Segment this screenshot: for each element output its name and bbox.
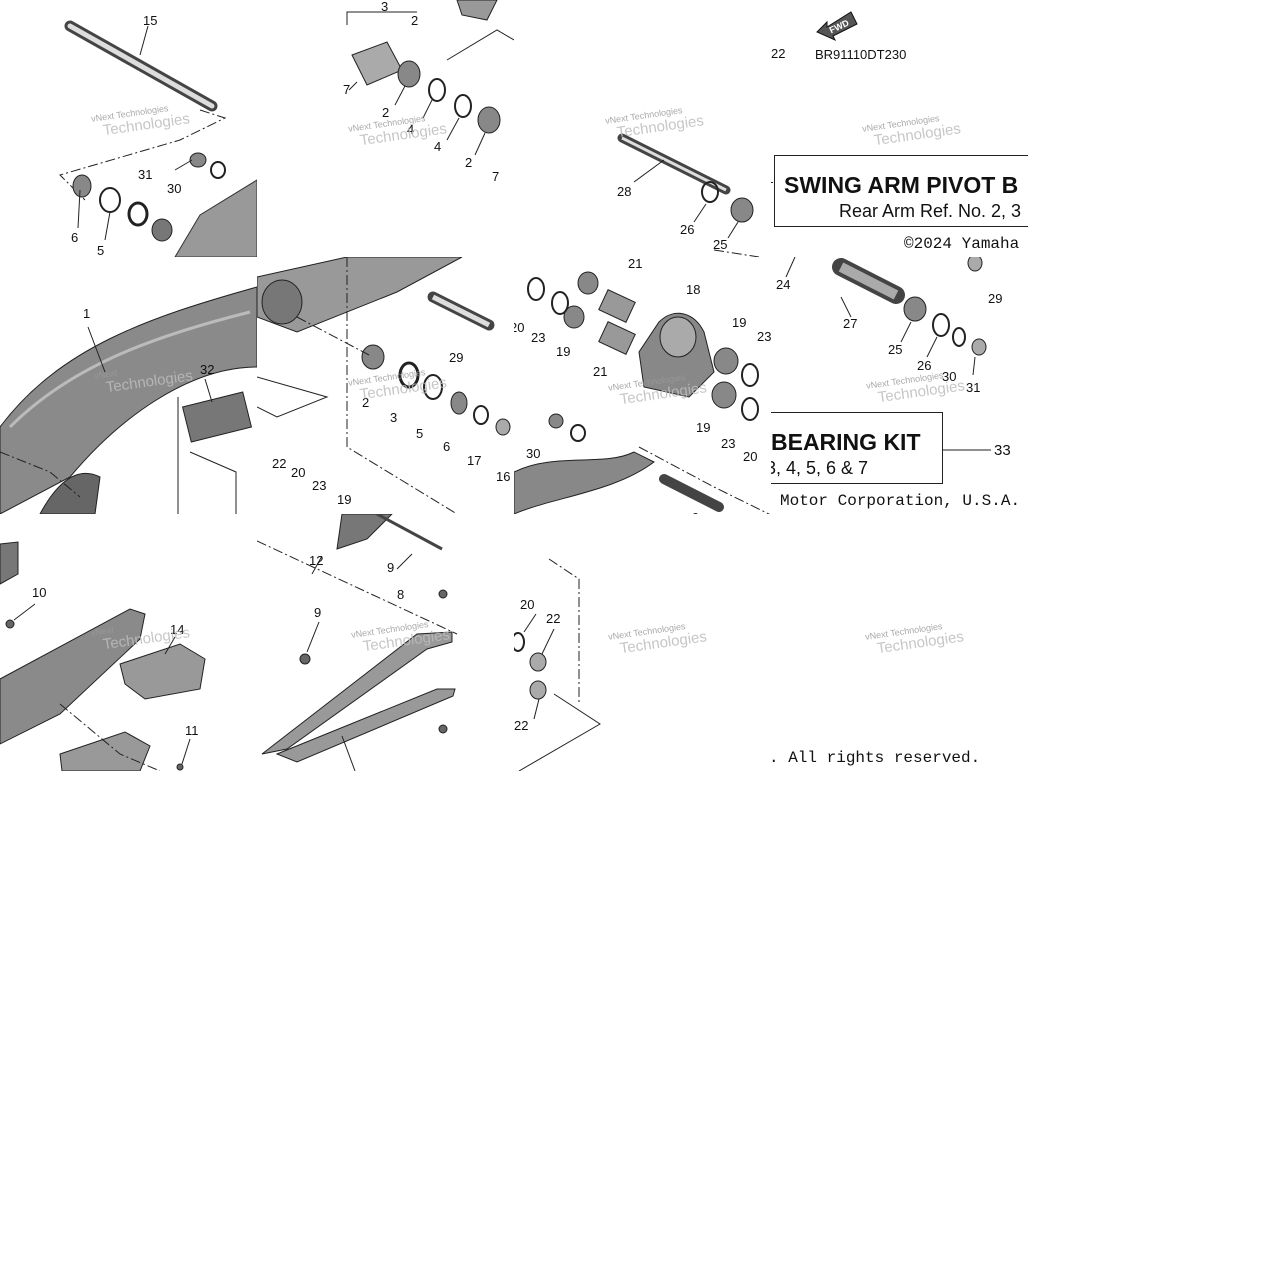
callout-19b: 19 — [732, 315, 747, 330]
copyright-3: . All rights reserved. — [771, 749, 981, 767]
callout-31b: 31 — [771, 172, 773, 185]
callout-31c: 31 — [966, 380, 981, 395]
callout-16: 16 — [496, 469, 511, 484]
pivot-shaft-drawing — [59, 20, 257, 257]
kit-line-1: BEARING KIT — [771, 429, 921, 455]
callout-15: 15 — [143, 13, 158, 28]
callout-32: 32 — [200, 362, 215, 377]
callout-19: 19 — [337, 492, 352, 507]
callout-12: 9 — [387, 560, 395, 575]
callout-22b: 22 — [272, 456, 287, 471]
callout-5b: 5 — [416, 426, 424, 441]
copyright-2: Motor Corporation, U.S.A. — [780, 492, 1021, 510]
callout-23: 23 — [312, 478, 327, 493]
callout-2: 2 — [411, 13, 419, 28]
pivot-area-drawing — [257, 257, 511, 514]
collar-parts-drawing — [785, 257, 991, 451]
callout-7b: 7 — [492, 169, 500, 184]
callout-20d: 20 — [520, 597, 535, 612]
kit-box — [771, 412, 943, 484]
callout-31: 31 — [138, 167, 153, 182]
callout-20: 20 — [291, 465, 306, 480]
callout-6: 6 — [71, 230, 79, 245]
callout-2b: 2 — [382, 105, 390, 120]
callout-9b: 9 — [314, 605, 322, 620]
title-line-2: Rear Arm Ref. No. 2, 3 — [839, 201, 1022, 221]
callout-30c: 30 — [942, 369, 957, 384]
callout-23d: 23 — [721, 436, 736, 451]
callout-23b: 23 — [757, 329, 771, 344]
callout-9c: 8 — [397, 587, 405, 602]
callout-3: 3 — [381, 0, 389, 14]
callout-17: 17 — [467, 453, 482, 468]
callout-19d: 19 — [696, 420, 711, 435]
callout-3b: 3 — [390, 410, 398, 425]
relay-arm-drawing — [514, 271, 770, 514]
callout-26: 26 — [680, 222, 695, 237]
diagram-tile-8: 24 27 25 26 29 30 31 BEARING KIT 3, 4, 5… — [771, 257, 1028, 514]
callout-5: 5 — [97, 243, 105, 257]
title-box — [774, 155, 1028, 227]
callout-23c: 23 — [531, 330, 546, 345]
diagram-tile-4: FWD BR91110DT230 22 2 SWING ARM PIVOT B … — [771, 0, 1028, 257]
callout-2e: 2 — [362, 395, 370, 410]
callout-29b: 29 — [988, 291, 1003, 306]
callout-20b: 20 — [514, 320, 525, 335]
callout-27: 27 — [843, 316, 858, 331]
diagram-tile-7: 21 18 19 23 20 23 19 21 19 23 20 30 8 9 … — [514, 257, 771, 514]
callout-22: 22 — [771, 46, 786, 61]
callout-26b: 26 — [917, 358, 932, 373]
bearing-parts-drawing — [346, 0, 514, 156]
chain-guide-drawing — [257, 514, 458, 771]
callout-2c: 2 — [465, 155, 473, 170]
callout-1: 1 — [83, 306, 91, 321]
callout-6b: 6 — [443, 439, 451, 454]
callout-25b: 25 — [888, 342, 903, 357]
washer-parts-drawing — [514, 558, 601, 771]
callout-4b: 4 — [434, 139, 442, 154]
callout-28: 28 — [617, 184, 632, 199]
kit-line-2: 3, 4, 5, 6 & 7 — [771, 458, 869, 478]
callout-21b: 21 — [593, 364, 608, 379]
drawing-code: BR91110DT230 — [815, 47, 907, 62]
chain-puller-drawing — [0, 541, 206, 771]
callout-19c: 19 — [556, 344, 571, 359]
title-line-1: SWING ARM PIVOT B — [784, 172, 1019, 198]
pivot-bolt-drawing — [617, 133, 760, 257]
callout-29: 29 — [449, 350, 464, 365]
callout-13: 10 — [32, 585, 47, 600]
diagram-tile-12: . All rights reserved. vNext Technologie… — [771, 514, 1028, 771]
callout-14: 11 — [185, 723, 199, 738]
fwd-arrow-icon: FWD — [816, 11, 858, 42]
callout-10: 14 — [170, 622, 185, 637]
callout-22d: 22 — [514, 718, 529, 733]
callout-24: 24 — [776, 277, 791, 292]
callout-4: 4 — [407, 122, 415, 137]
callout-30b: 30 — [526, 446, 541, 461]
callout-9: 9 — [692, 511, 699, 514]
callout-18: 18 — [686, 282, 701, 297]
callout-30: 30 — [167, 181, 182, 196]
callout-7: 7 — [343, 82, 351, 97]
callout-21: 21 — [628, 257, 643, 271]
diagram-tile-6: 29 2 3 5 6 17 16 22 20 23 19 vNext Techn… — [257, 257, 514, 514]
callout-20c: 20 — [743, 449, 758, 464]
callout-25: 25 — [713, 237, 728, 252]
copyright-1: ©2024 Yamaha — [904, 235, 1020, 253]
callout-11: 12 — [309, 553, 324, 568]
swing-arm-drawing — [0, 286, 257, 514]
callout-22c: 22 — [546, 611, 561, 626]
callout-33: 33 — [994, 442, 1011, 459]
